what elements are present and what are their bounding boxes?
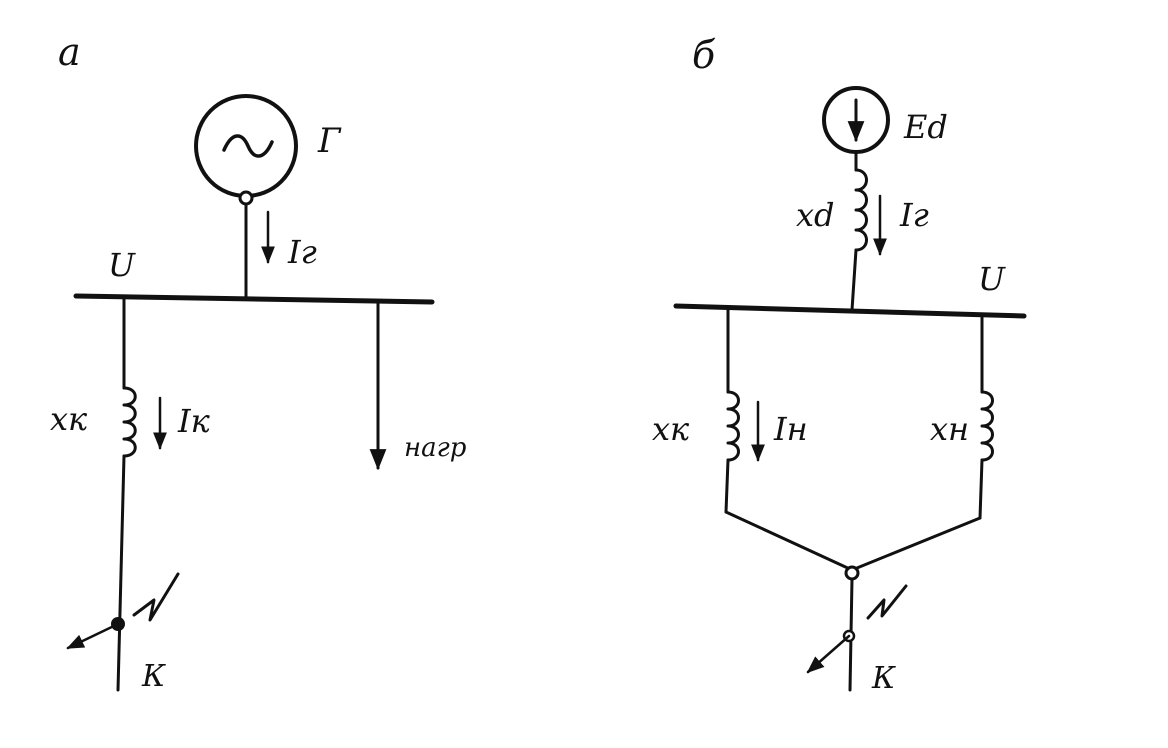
left-converge-wire	[724, 510, 854, 572]
junction-node	[844, 565, 860, 581]
generator-circle	[194, 94, 298, 198]
right-branch-bottom	[978, 458, 984, 520]
panel-b-letter: б	[692, 33, 716, 77]
bus-label: U	[108, 246, 136, 284]
left-reactance-label: xк	[652, 410, 690, 448]
emf-label: Ed	[903, 108, 948, 146]
current-gen-label: Iг	[287, 233, 317, 271]
fault-label: К	[141, 659, 166, 694]
reactance-coil	[122, 386, 137, 458]
generator-label: Г	[317, 121, 342, 161]
panel-b: б Ed xd Iг U xк Iн xн	[652, 33, 1027, 696]
branch-wire-bottom	[116, 454, 126, 692]
gen-reactance-label: xd	[796, 196, 835, 234]
current-branch-label: Iк	[177, 402, 211, 440]
gen-reactance-coil	[854, 168, 868, 252]
fault-lightning-icon-b	[866, 584, 908, 620]
current-gen-label-b: Iг	[899, 196, 929, 234]
panel-a-letter: а	[58, 30, 81, 74]
reactance-label: xк	[50, 400, 88, 438]
right-reactance-coil	[980, 390, 994, 462]
generator-terminal	[238, 190, 254, 206]
busbar	[73, 293, 435, 305]
generator-sine-icon	[222, 134, 274, 158]
left-branch-bottom	[724, 458, 730, 514]
panel-a: а Г Iг U xк Iк нагр К	[50, 30, 467, 694]
fault-current-arrow	[66, 622, 120, 650]
fault-label-b: К	[871, 661, 896, 696]
fault-lightning-icon	[132, 572, 180, 622]
load-label: нагр	[404, 433, 467, 463]
current-branch-label-b: Iн	[773, 410, 808, 448]
gen-wire-bottom	[850, 248, 858, 312]
right-reactance-label: xн	[930, 410, 969, 448]
busbar-b	[673, 303, 1027, 319]
right-converge-wire	[850, 516, 982, 572]
fault-current-arrow-b	[806, 634, 851, 674]
bus-label-b: U	[978, 260, 1006, 298]
left-reactance-coil	[726, 390, 740, 462]
